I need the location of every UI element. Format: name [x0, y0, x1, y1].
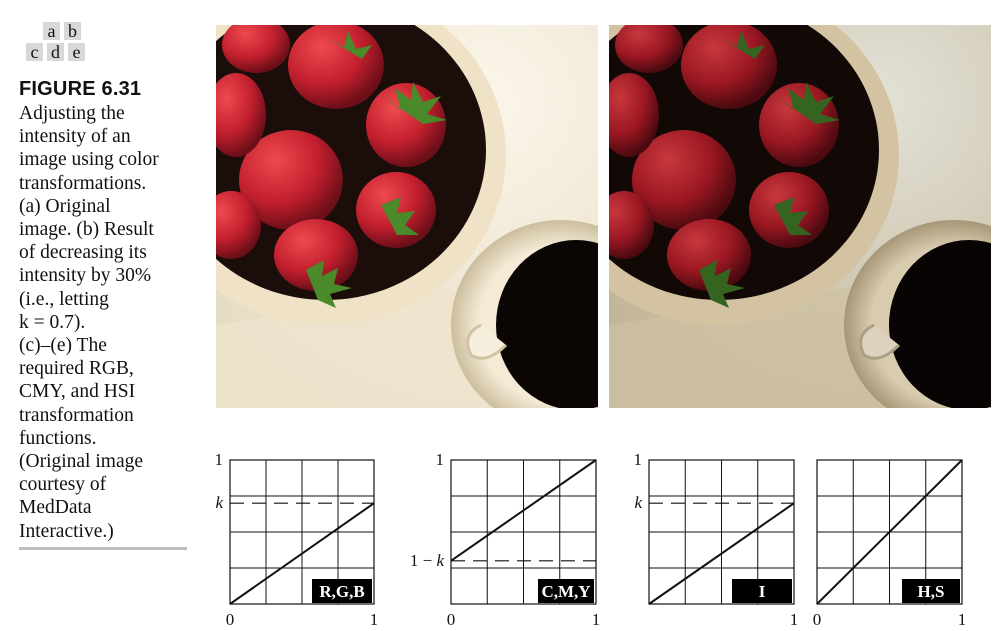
legend-letter-c: c	[26, 43, 43, 61]
transformation-line	[450, 459, 597, 562]
plot-frame	[229, 459, 375, 605]
caption-line: Adjusting the	[19, 103, 125, 124]
function-label-box	[732, 579, 792, 603]
caption-line: functions.	[19, 427, 97, 449]
legend-letter-e: e	[68, 43, 85, 61]
x-tick-label: 0	[226, 610, 235, 629]
x-tick-label: 0	[813, 610, 822, 629]
caption-line: of decreasing its	[19, 242, 147, 264]
caption-line: intensity by 30%	[19, 265, 152, 287]
original-strawberries-photo	[216, 25, 598, 408]
x-tick-label: 1	[592, 610, 601, 629]
caption-line: transformation	[19, 404, 134, 426]
legend-letter-b: b	[64, 22, 81, 40]
transformation-line	[648, 502, 795, 605]
caption-line: image using color	[19, 149, 159, 171]
y-tick-label: 1	[215, 450, 224, 469]
y-tick-label: k	[634, 493, 642, 512]
caption-line: MedData	[19, 497, 92, 519]
x-tick-label: 1	[370, 610, 379, 629]
caption-line: required RGB,	[19, 358, 134, 380]
caption-line: Interactive.)	[19, 520, 114, 542]
panel-legend: a b c d e	[26, 22, 85, 64]
y-tick-label: k	[215, 493, 223, 512]
function-label-box	[902, 579, 960, 603]
y-tick-label: 1	[436, 450, 445, 469]
caption-divider	[19, 547, 187, 550]
plot-frame	[816, 459, 963, 605]
caption-line: CMY, and HSI	[19, 381, 136, 403]
strawberries-a	[216, 25, 446, 291]
caption-line: image. (b) Result	[19, 219, 154, 241]
caption-line: transformations.	[19, 172, 147, 194]
caption-line: (a) Original	[19, 195, 111, 217]
plot-frame	[450, 459, 597, 605]
function-label: I	[759, 582, 766, 601]
x-tick-label: 1	[958, 610, 967, 629]
function-label: H,S	[918, 582, 945, 601]
transformation-line	[229, 502, 375, 605]
x-tick-label: 0	[447, 610, 456, 629]
caption-line: intensity of an	[19, 126, 131, 148]
caption-line: (i.e., letting	[19, 288, 109, 310]
caption-line: courtesy of	[19, 474, 107, 496]
legend-letter-a: a	[43, 22, 60, 40]
plot-frame	[648, 459, 795, 605]
function-label-box	[538, 579, 594, 603]
function-label-box	[312, 579, 372, 603]
caption-line: (Original image	[19, 451, 143, 473]
legend-letter-d: d	[47, 43, 64, 61]
function-label: R,G,B	[319, 582, 364, 601]
caption-line: k = 0.7).	[19, 311, 86, 333]
darkened-strawberries-photo	[609, 25, 991, 408]
function-label: C,M,Y	[541, 582, 590, 601]
y-tick-label: 1	[634, 450, 643, 469]
x-tick-label: 1	[790, 610, 799, 629]
figure-title: FIGURE 6.31	[19, 78, 142, 100]
y-tick-label: 1 − k	[410, 551, 445, 570]
transformation-line	[816, 459, 963, 605]
caption-line: (c)–(e) The	[19, 335, 107, 357]
